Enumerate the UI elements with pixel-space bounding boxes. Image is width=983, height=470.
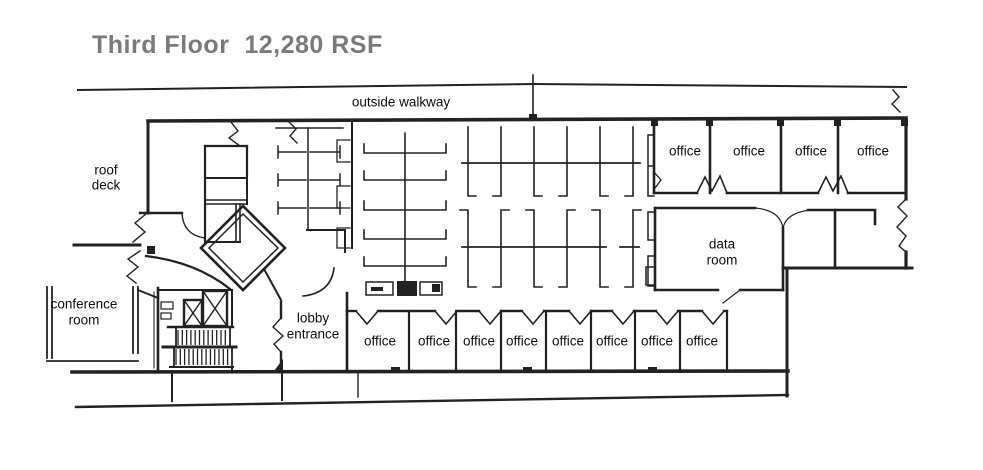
roof-deck-label: roof <box>94 162 118 178</box>
roof-deck-walls <box>72 119 184 284</box>
lobby-entry-arc <box>302 267 335 297</box>
office-label: office <box>856 143 890 159</box>
lobby-entrance-label: lobby <box>296 310 330 326</box>
lobby-door-zigzag <box>272 317 285 353</box>
right-rooms-walls <box>806 208 877 270</box>
equipment-mark <box>371 287 383 291</box>
door-swing-arc <box>754 207 784 229</box>
data-room-walls <box>645 206 811 304</box>
door-leaf <box>274 359 283 371</box>
office-label: office <box>363 333 397 349</box>
wall-pilaster <box>645 266 656 286</box>
wall-post <box>147 246 155 254</box>
office-label: office <box>794 143 828 159</box>
wall-post <box>834 119 841 126</box>
door-threshold <box>648 367 657 372</box>
stair-treads <box>175 330 229 365</box>
office-label: office <box>505 333 539 349</box>
data-room-label: data <box>708 236 736 252</box>
restroom-fixture <box>160 312 172 320</box>
office-door-mark <box>653 171 662 189</box>
outside-walkway-label: outside walkway <box>351 94 451 110</box>
conference-room-label: room <box>68 312 100 328</box>
exterior-walls <box>70 74 914 409</box>
top-wall-door-zigzag <box>288 121 298 144</box>
wall-post <box>706 119 713 126</box>
wall-post <box>901 119 908 126</box>
plan-title: Third Floor 12,280 RSF <box>92 31 383 59</box>
left-wall-door-zigzag <box>132 213 147 243</box>
top-office-walls <box>651 117 908 195</box>
elevator-x <box>183 299 203 327</box>
office-label: office <box>640 333 674 349</box>
ground-line <box>74 393 790 409</box>
upper-left-rooms <box>181 121 249 243</box>
room-door-zigzag <box>227 121 241 147</box>
door-threshold <box>523 367 532 372</box>
walkway-door-zigzag <box>891 89 901 113</box>
equipment-box <box>397 281 417 296</box>
wall-post <box>651 119 658 126</box>
corridor-l-wall <box>306 229 346 253</box>
office-label: office <box>462 333 496 349</box>
equipment-mark <box>432 284 440 292</box>
office-label: office <box>417 333 451 349</box>
office-label: office <box>551 333 585 349</box>
data-room-label: room <box>706 252 738 268</box>
walkway-top-line <box>76 82 908 92</box>
door-swing-arc <box>181 212 206 239</box>
equipment-box <box>419 281 443 296</box>
conference-room-label: conference <box>50 296 118 312</box>
equipment-box <box>365 281 394 296</box>
door-threshold <box>391 367 400 372</box>
office-label: office <box>668 143 702 159</box>
wall-connector <box>262 267 283 302</box>
roof-deck-label: deck <box>91 177 121 193</box>
wall-post <box>777 119 784 126</box>
office-label: office <box>685 333 719 349</box>
diamond-room <box>199 204 287 302</box>
office-door-notch <box>695 174 729 195</box>
door-leaf <box>722 289 741 304</box>
cubicles-upper-left <box>275 120 353 253</box>
cubicles-mid-left <box>363 132 447 296</box>
corridor-curved-wall <box>144 254 232 291</box>
right-wall-door-zigzag <box>896 198 908 253</box>
core-walls <box>144 254 238 373</box>
building-bottom-wall <box>70 369 790 374</box>
conference-room-walls <box>46 286 160 362</box>
cubicles-open-grid <box>459 126 642 288</box>
office-label: office <box>732 143 766 159</box>
deck-door-zigzag <box>125 250 141 284</box>
lobby-walls <box>272 267 349 373</box>
building-top-wall <box>146 116 908 123</box>
wall-connector <box>136 288 160 300</box>
restroom-fixture <box>160 301 174 310</box>
lobby-entrance-label: entrance <box>286 326 340 342</box>
door-swing-arc <box>782 209 811 229</box>
wall-post <box>529 114 537 120</box>
elevator-x <box>202 290 228 327</box>
office-door-notch <box>816 174 850 195</box>
office-label: office <box>595 333 629 349</box>
